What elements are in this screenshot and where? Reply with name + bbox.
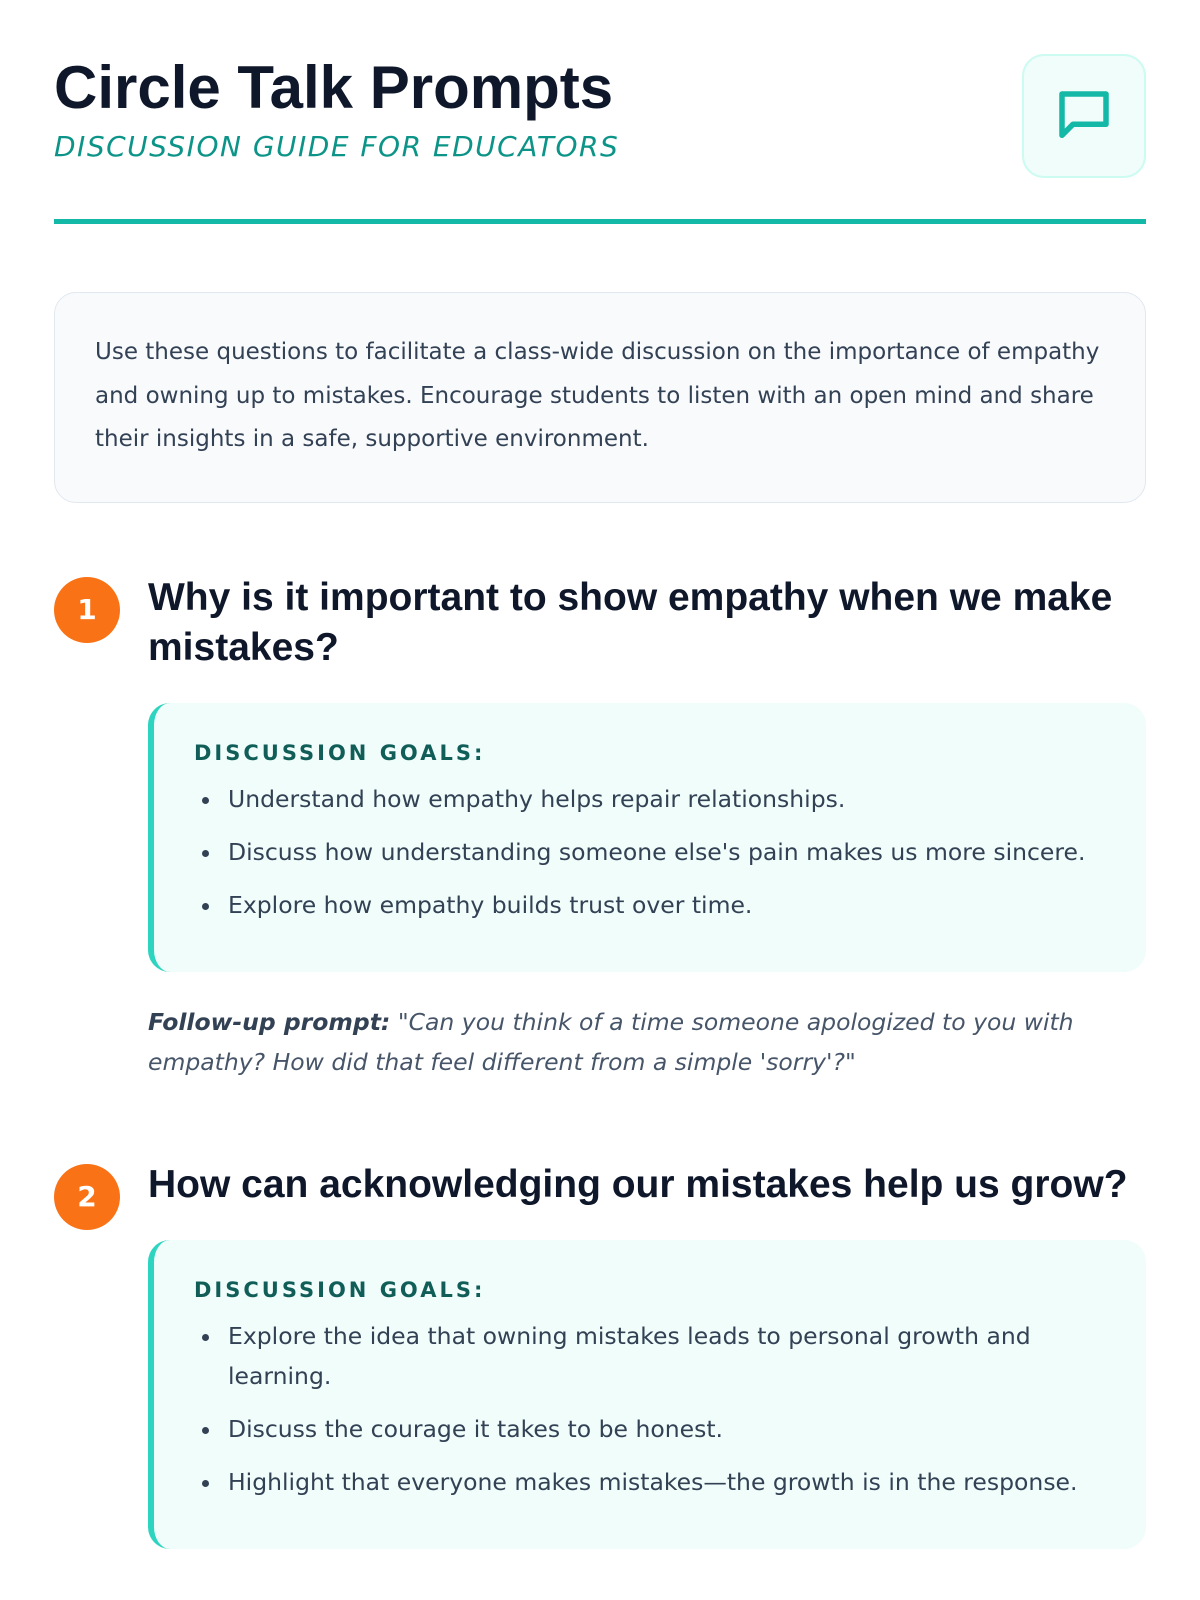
goal-item: Explore the idea that owning mistakes le… bbox=[194, 1316, 1106, 1396]
goal-item: Highlight that everyone makes mistakes—t… bbox=[194, 1462, 1106, 1502]
followup-prompt: Follow-up prompt: "Can you think of a ti… bbox=[148, 1002, 1146, 1082]
page-header: Circle Talk Prompts DISCUSSION GUIDE FOR… bbox=[54, 0, 1146, 224]
question-title: How can acknowledging our mistakes help … bbox=[148, 1162, 1128, 1206]
goals-label: DISCUSSION GOALS: bbox=[194, 740, 486, 765]
question-2: 2 How can acknowledging our mistakes hel… bbox=[54, 1160, 1146, 1549]
page-title: Circle Talk Prompts bbox=[54, 54, 614, 121]
question-number: 2 bbox=[54, 1163, 120, 1230]
followup-text: "Can you think of a time someone apologi… bbox=[148, 1007, 1074, 1076]
goal-item: Explore how empathy builds trust over ti… bbox=[194, 885, 1106, 925]
question-title: Why is it important to show empathy when… bbox=[148, 575, 1113, 669]
question-number: 1 bbox=[54, 576, 120, 643]
goal-item: Understand how empathy helps repair rela… bbox=[194, 779, 1106, 819]
question-1: 1 Why is it important to show empathy wh… bbox=[54, 573, 1146, 1082]
page-subtitle: DISCUSSION GUIDE FOR EDUCATORS bbox=[54, 130, 620, 163]
intro-text: Use these questions to facilitate a clas… bbox=[54, 292, 1146, 503]
goals-label: DISCUSSION GOALS: bbox=[194, 1277, 486, 1302]
followup-label: Follow-up prompt: bbox=[148, 1007, 391, 1036]
goal-item: Discuss the courage it takes to be hones… bbox=[194, 1409, 1106, 1449]
discussion-goals: DISCUSSION GOALS: Understand how empathy… bbox=[148, 702, 1146, 972]
discussion-goals: DISCUSSION GOALS: Explore the idea that … bbox=[148, 1239, 1146, 1549]
chat-bubble-icon bbox=[1022, 54, 1146, 178]
goal-item: Discuss how understanding someone else's… bbox=[194, 832, 1106, 872]
